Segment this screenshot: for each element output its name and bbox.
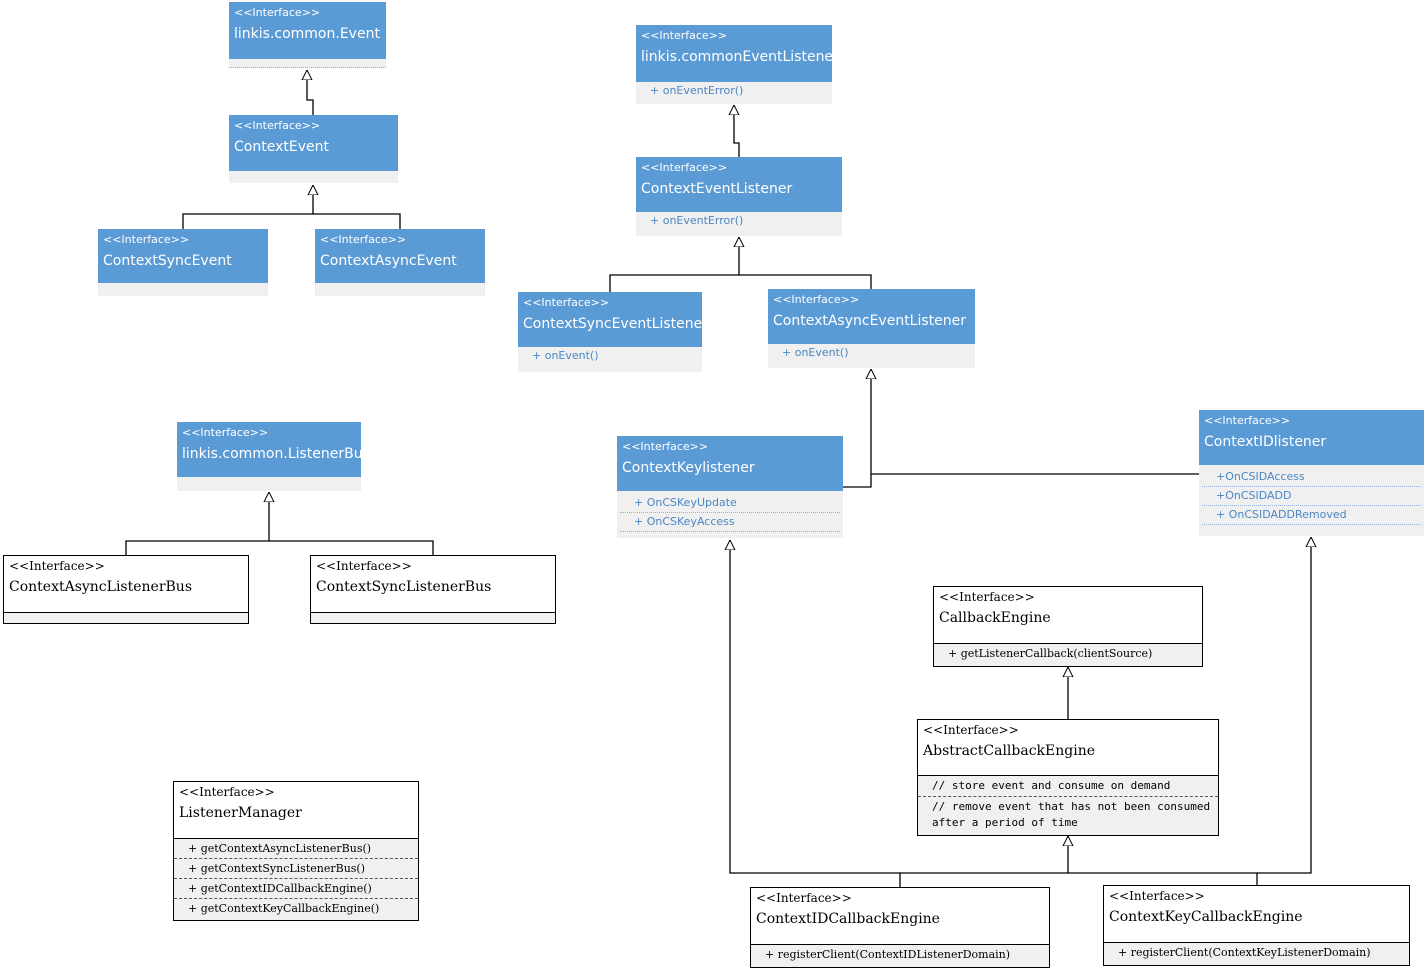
interface-name: linkis.common.ListenerBus xyxy=(182,446,370,462)
interface-context-sync-listener-bus[interactable]: <<Interface>> ContextSyncListenerBus xyxy=(310,555,556,624)
method-on-event-error: + onEventError() xyxy=(650,214,744,227)
interface-context-key-callback-engine[interactable]: <<Interface>> ContextKeyCallbackEngine +… xyxy=(1103,885,1410,966)
interface-callback-engine[interactable]: <<Interface>> CallbackEngine + getListen… xyxy=(933,586,1203,667)
method-on-csid-add-removed: + OnCSIDADDRemoved xyxy=(1202,506,1421,525)
edge-keyengine-abstractengine xyxy=(1068,872,1258,885)
interface-name: ContextAsyncEventListener xyxy=(773,313,967,329)
interface-name: linkis.common.Event xyxy=(234,26,380,42)
stereotype-label: <<Interface>> xyxy=(939,590,1035,604)
interface-name: ContextSyncListenerBus xyxy=(316,579,492,595)
interface-context-sync-event[interactable]: <<Interface>> ContextSyncEvent xyxy=(98,229,268,296)
interface-name: ContextSyncEventListener xyxy=(523,316,709,332)
stereotype-label: <<Interface>> xyxy=(1204,414,1291,427)
edge-contextevent-event xyxy=(307,70,314,115)
edge-synclistener-ctxeventlistener xyxy=(609,237,739,292)
interface-name: ContextAsyncEvent xyxy=(320,253,457,269)
stereotype-label: <<Interface>> xyxy=(9,559,105,573)
interface-name: linkis.commonEventListener xyxy=(641,49,839,65)
interface-name: ListenerManager xyxy=(179,805,302,821)
interface-name: ContextKeyCallbackEngine xyxy=(1109,909,1303,925)
interface-name: CallbackEngine xyxy=(939,610,1051,626)
method-on-csid-add: +OnCSIDADD xyxy=(1202,487,1421,506)
interface-name: ContextIDCallbackEngine xyxy=(756,911,940,927)
stereotype-label: <<Interface>> xyxy=(641,29,728,42)
edge-idengine-keylistener xyxy=(730,540,900,874)
stereotype-label: <<Interface>> xyxy=(316,559,412,573)
method-on-cs-key-update: + OnCSKeyUpdate xyxy=(620,494,840,513)
note-remove-event: // remove event that has not been consum… xyxy=(932,800,1211,829)
stereotype-label: <<Interface>> xyxy=(103,233,190,246)
interface-context-async-listener-bus[interactable]: <<Interface>> ContextAsyncListenerBus xyxy=(3,555,249,624)
edge-keyengine-idlistener xyxy=(1257,537,1311,874)
interface-name: ContextSyncEvent xyxy=(103,253,232,269)
method-get-context-sync-listener-bus: + getContextSyncListenerBus() xyxy=(174,859,418,879)
edge-asyncbus-listenerbus xyxy=(125,492,269,555)
interface-name: ContextIDlistener xyxy=(1204,434,1327,450)
stereotype-label: <<Interface>> xyxy=(179,785,275,799)
method-register-client-key: + registerClient(ContextKeyListenerDomai… xyxy=(1118,946,1371,959)
stereotype-label: <<Interface>> xyxy=(622,440,709,453)
interface-name: ContextEvent xyxy=(234,139,329,155)
interface-linkis-common-event[interactable]: <<Interface>> linkis.common.Event xyxy=(229,2,386,68)
method-on-csid-access: +OnCSIDAccess xyxy=(1202,468,1421,487)
edge-ctxeventlistener-eventlistener xyxy=(734,105,739,157)
method-on-event: + onEvent() xyxy=(532,349,599,362)
method-get-listener-callback: + getListenerCallback(clientSource) xyxy=(948,647,1153,660)
method-on-event: + onEvent() xyxy=(782,346,849,359)
interface-listener-manager[interactable]: <<Interface>> ListenerManager + getConte… xyxy=(173,781,419,921)
method-get-context-id-callback-engine: + getContextIDCallbackEngine() xyxy=(174,879,418,899)
interface-context-async-event-listener[interactable]: <<Interface>> ContextAsyncEventListener … xyxy=(768,289,975,368)
stereotype-label: <<Interface>> xyxy=(320,233,407,246)
interface-context-key-listener[interactable]: <<Interface>> ContextKeylistener + OnCSK… xyxy=(617,436,843,538)
interface-name: ContextAsyncListenerBus xyxy=(9,579,193,595)
interface-context-event-listener[interactable]: <<Interface>> ContextEventListener + onE… xyxy=(636,157,842,236)
edge-keylistener-asynclistener xyxy=(843,369,871,488)
edge-syncevent-contextevent xyxy=(182,185,313,229)
edge-asynclistener-ctxeventlistener xyxy=(739,274,872,289)
method-on-cs-key-access: + OnCSKeyAccess xyxy=(620,513,840,532)
stereotype-label: <<Interface>> xyxy=(234,6,321,19)
interface-context-id-listener[interactable]: <<Interface>> ContextIDlistener +OnCSIDA… xyxy=(1199,410,1424,536)
interface-name: ContextKeylistener xyxy=(622,460,755,476)
edge-asyncevent-contextevent xyxy=(313,213,401,229)
stereotype-label: <<Interface>> xyxy=(182,426,269,439)
interface-name: AbstractCallbackEngine xyxy=(923,743,1096,759)
stereotype-label: <<Interface>> xyxy=(923,723,1019,737)
method-get-context-key-callback-engine: + getContextKeyCallbackEngine() xyxy=(188,902,380,915)
interface-abstract-callback-engine[interactable]: <<Interface>> AbstractCallbackEngine // … xyxy=(917,719,1219,836)
stereotype-label: <<Interface>> xyxy=(756,891,852,905)
interface-linkis-common-event-listener[interactable]: <<Interface>> linkis.commonEventListener… xyxy=(636,25,839,104)
interface-context-async-event[interactable]: <<Interface>> ContextAsyncEvent xyxy=(315,229,485,296)
method-get-context-async-listener-bus: + getContextAsyncListenerBus() xyxy=(174,839,418,859)
edge-idengine-abstractengine xyxy=(899,836,1068,887)
stereotype-label: <<Interface>> xyxy=(523,296,610,309)
note-store-event: // store event and consume on demand xyxy=(918,776,1218,797)
interface-linkis-common-listener-bus[interactable]: <<Interface>> linkis.common.ListenerBus xyxy=(177,422,370,491)
interface-context-id-callback-engine[interactable]: <<Interface>> ContextIDCallbackEngine + … xyxy=(750,887,1050,968)
stereotype-label: <<Interface>> xyxy=(234,119,321,132)
stereotype-label: <<Interface>> xyxy=(641,161,728,174)
method-on-event-error: + onEventError() xyxy=(650,84,744,97)
edge-syncbus-listenerbus xyxy=(269,540,434,555)
method-register-client-id: + registerClient(ContextIDListenerDomain… xyxy=(765,948,1011,961)
interface-name: ContextEventListener xyxy=(641,181,793,197)
stereotype-label: <<Interface>> xyxy=(773,293,860,306)
interface-context-event[interactable]: <<Interface>> ContextEvent xyxy=(229,115,398,183)
interface-context-sync-event-listener[interactable]: <<Interface>> ContextSyncEventListener +… xyxy=(518,292,709,372)
stereotype-label: <<Interface>> xyxy=(1109,889,1205,903)
